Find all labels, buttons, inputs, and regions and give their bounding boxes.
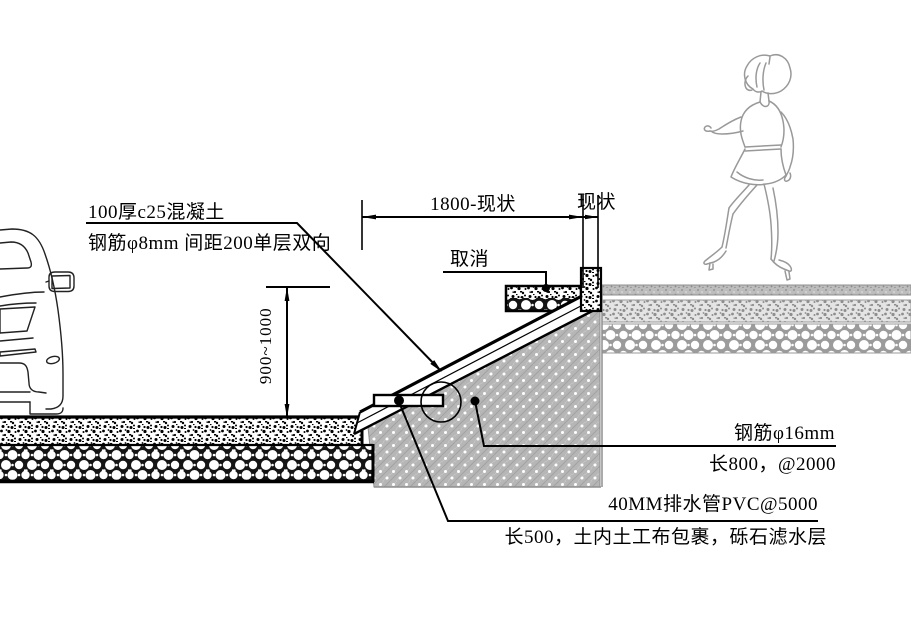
curb-block — [579, 266, 603, 313]
left-road-section — [0, 415, 375, 484]
concrete-note-line2: 钢筋φ8mm 间距200单层双向 — [88, 233, 332, 254]
dimension-lines — [266, 195, 599, 418]
anchor-rebar-bar — [372, 393, 445, 408]
pedestrian-illustration — [703, 54, 795, 281]
dimension-width-main: 1800-现状 — [430, 194, 516, 215]
concrete-note-line1: 100厚c25混凝土 — [88, 202, 225, 223]
existing-pavement-right — [601, 284, 911, 487]
cancel-label: 取消 — [450, 249, 490, 270]
anchor-rebar-note-line2: 长800，@2000 — [709, 454, 836, 475]
dimension-width-existing: 现状 — [577, 192, 617, 213]
leader-lines — [86, 222, 836, 522]
drain-pipe-note-line2: 长500，土内土工布包裹，砾石滤水层 — [504, 527, 827, 548]
drain-pipe-circle — [420, 381, 462, 423]
car-illustration — [0, 228, 75, 415]
anchor-rebar-note-line1: 钢筋φ16mm — [733, 423, 835, 444]
drain-pipe-note-line1: 40MM排水管PVC@5000 — [608, 494, 818, 515]
dimension-height-range: 900~1000 — [256, 307, 276, 385]
